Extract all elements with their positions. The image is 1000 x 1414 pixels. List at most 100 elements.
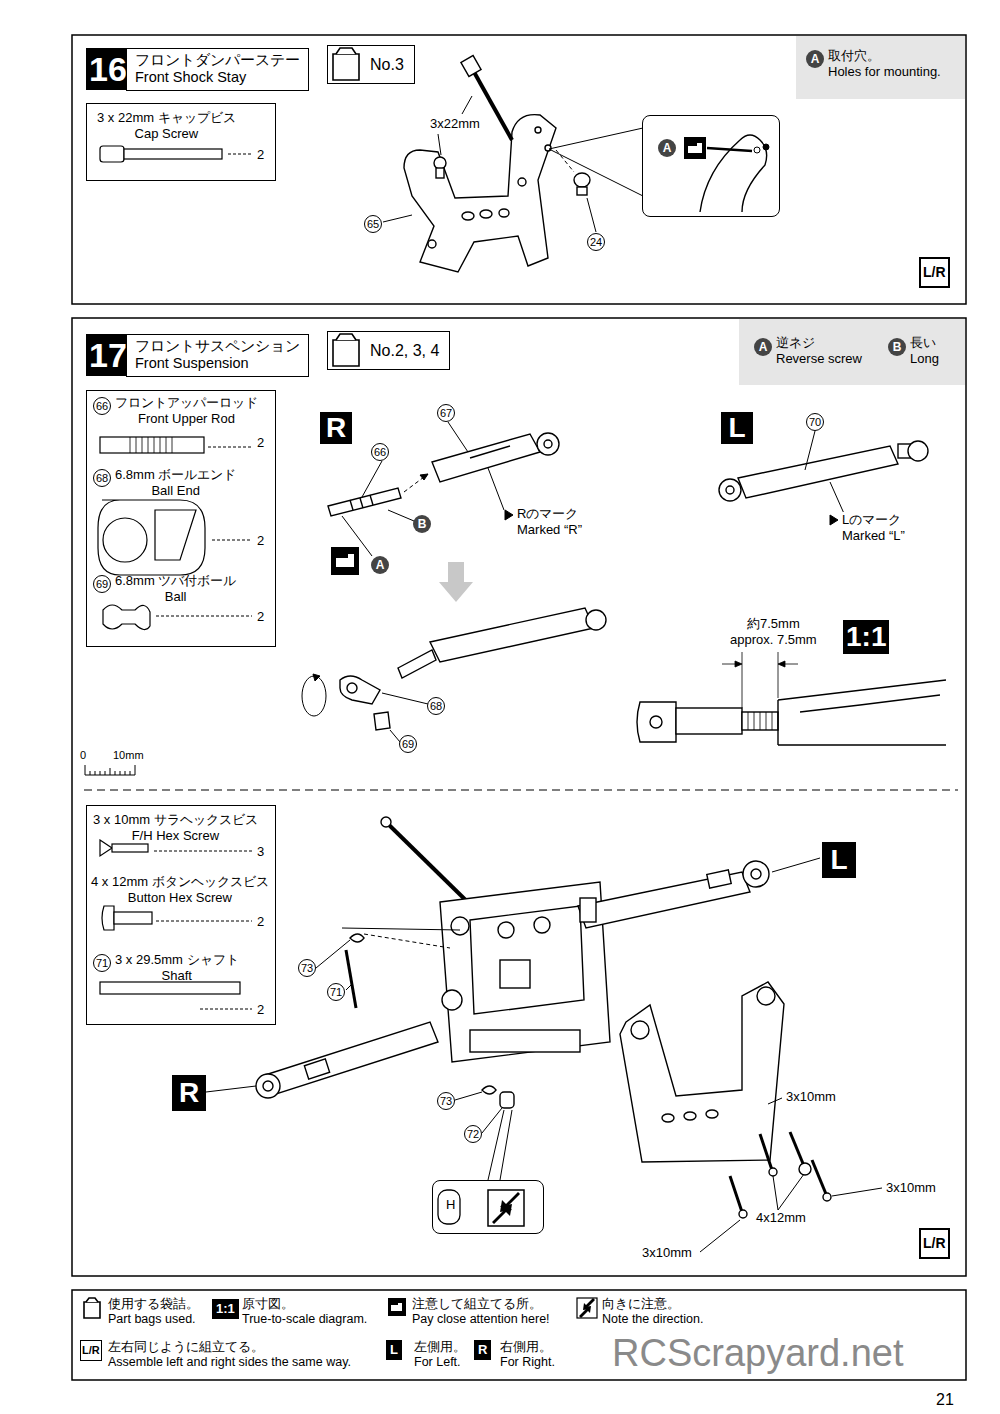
- quantity: 2: [257, 1002, 264, 1018]
- callout-number: 71: [327, 983, 345, 1001]
- side-symbol: R: [474, 1340, 491, 1360]
- legend-text: 原寸図。 True-to-scale diagram.: [242, 1297, 367, 1327]
- dimension-label: 3x10mm: [784, 1089, 838, 1105]
- text-line: Long: [910, 351, 939, 367]
- callout-number: 69: [399, 735, 417, 753]
- part-name: 6.8mm ボールエンド Ball End: [115, 467, 236, 498]
- text-line: Ball: [115, 589, 236, 605]
- note-letter: A: [806, 50, 824, 68]
- side-letter: R: [179, 1079, 199, 1107]
- text-line: 使用する袋詰。: [108, 1297, 199, 1312]
- text-line: Lのマーク: [842, 512, 905, 528]
- legend-text: 向きに注意。 Note the direction.: [602, 1297, 703, 1327]
- page-number: 21: [936, 1390, 954, 1409]
- text-line: Pay close attention here!: [412, 1312, 550, 1327]
- note-letter: A: [754, 338, 772, 356]
- text-line: Front Shock Stay: [135, 69, 300, 86]
- side-symbol: L/R: [80, 1340, 102, 1361]
- part-name: 6.8mm ツバ付ボール Ball: [115, 573, 236, 604]
- side-letter: L: [830, 846, 847, 874]
- direction-inset: H: [432, 1180, 544, 1234]
- scale-text: 1:1: [846, 623, 886, 651]
- text-line: フロントアッパーロッド: [115, 395, 258, 411]
- text-line: Rのマーク: [517, 506, 582, 522]
- text-line: approx. 7.5mm: [730, 632, 817, 648]
- quantity: 2: [257, 533, 264, 549]
- note-box: A取付穴。 Holes for mounting.: [800, 44, 960, 96]
- part-name: 3 x 22mm キャップビス Cap Screw: [97, 110, 236, 141]
- text-line: 取付穴。: [828, 48, 941, 64]
- step-title-text: フロントサスペンション Front Suspension: [135, 338, 300, 373]
- callout-number: 72: [464, 1125, 482, 1143]
- text-line: 長い: [910, 335, 939, 351]
- side-tag: L: [822, 842, 856, 878]
- callout-number: 65: [364, 215, 382, 233]
- text-line: Ball End: [115, 483, 236, 499]
- scale-tag: 1:1: [843, 620, 889, 654]
- scale-symbol: 1:1: [212, 1299, 239, 1319]
- text-line: 6.8mm ツバ付ボール: [115, 573, 236, 589]
- callout-number: 66: [371, 443, 389, 461]
- text-line: 逆ネジ: [776, 335, 862, 351]
- text-line: Front Upper Rod: [115, 411, 258, 427]
- text-line: 注意して組立てる所。: [412, 1297, 550, 1312]
- parts-list: 3 x 10mm サラヘックスビス F/H Hex Screw34 x 12mm…: [86, 805, 276, 1025]
- text-line: Front Suspension: [135, 355, 300, 372]
- callout-number: 73: [298, 959, 316, 977]
- quantity: 3: [257, 844, 264, 860]
- bag-box: No.3: [327, 45, 415, 84]
- step-number: 17: [86, 334, 130, 376]
- step-number: 16: [86, 48, 130, 90]
- bag-number: No.2, 3, 4: [370, 341, 439, 360]
- callout-letter: A: [371, 556, 389, 574]
- callout-letter: B: [413, 515, 431, 533]
- quantity: 2: [257, 147, 264, 163]
- scale-value: 10mm: [113, 749, 144, 762]
- step-number-text: 17: [89, 338, 127, 372]
- dimension-label: 3x10mm: [884, 1180, 938, 1196]
- text-line: 原寸図。: [242, 1297, 367, 1312]
- text-line: Cap Screw: [97, 126, 236, 142]
- detail-inset: A: [642, 115, 780, 217]
- text-line: Shaft: [115, 968, 239, 984]
- part-name: 4 x 12mm ボタンヘックスビス Button Hex Screw: [91, 874, 269, 905]
- text-line: Assemble left and right sides the same w…: [108, 1355, 351, 1370]
- text-line: 左側用。: [414, 1340, 466, 1355]
- parts-list: 3 x 22mm キャップビス Cap Screw 2: [86, 103, 276, 181]
- text-line: Part bags used.: [108, 1312, 199, 1327]
- side-tag: R: [172, 1075, 206, 1111]
- callout-number: 24: [587, 233, 605, 251]
- note-text: 長い Long: [910, 335, 939, 366]
- text-line: 6.8mm ボールエンド: [115, 467, 236, 483]
- text-line: 約7.5mm: [730, 616, 817, 632]
- dimension-label: 3x10mm: [640, 1245, 694, 1261]
- marking-note: Lのマーク Marked “L”: [840, 512, 907, 543]
- legend-text: 注意して組立てる所。 Pay close attention here!: [412, 1297, 550, 1327]
- side-letter: L: [728, 414, 745, 442]
- legend-text: 左右同じように組立てる。 Assemble left and right sid…: [108, 1340, 351, 1370]
- part-name: フロントアッパーロッド Front Upper Rod: [115, 395, 258, 426]
- text-line: Marked “L”: [842, 528, 905, 544]
- text-line: フロントサスペンション: [135, 338, 300, 355]
- callout-number: 71: [93, 954, 111, 972]
- direction-mark: H: [446, 1197, 455, 1213]
- bag-number: No.3: [370, 55, 404, 74]
- text-line: フロントダンパーステー: [135, 52, 300, 69]
- watermark: RCScrapyard.net: [612, 1331, 903, 1377]
- quantity: 2: [257, 435, 264, 451]
- text-line: 3 x 22mm キャップビス: [97, 110, 236, 126]
- text-line: True-to-scale diagram.: [242, 1312, 367, 1327]
- side-tag: L: [721, 412, 753, 444]
- text-line: 左右同じように組立てる。: [108, 1340, 351, 1355]
- side-symbol: L/R: [919, 1228, 950, 1259]
- legend-text: 左側用。 For Left.: [414, 1340, 466, 1370]
- callout-number: 70: [806, 413, 824, 431]
- legend-text: 使用する袋詰。 Part bags used.: [108, 1297, 199, 1327]
- note-text: 逆ネジ Reverse screw: [776, 335, 862, 366]
- text-line: 右側用。: [500, 1340, 555, 1355]
- step-title-text: フロントダンパーステー Front Shock Stay: [135, 52, 300, 87]
- dimension-label: 4x12mm: [754, 1210, 808, 1226]
- callout-number: 68: [427, 697, 445, 715]
